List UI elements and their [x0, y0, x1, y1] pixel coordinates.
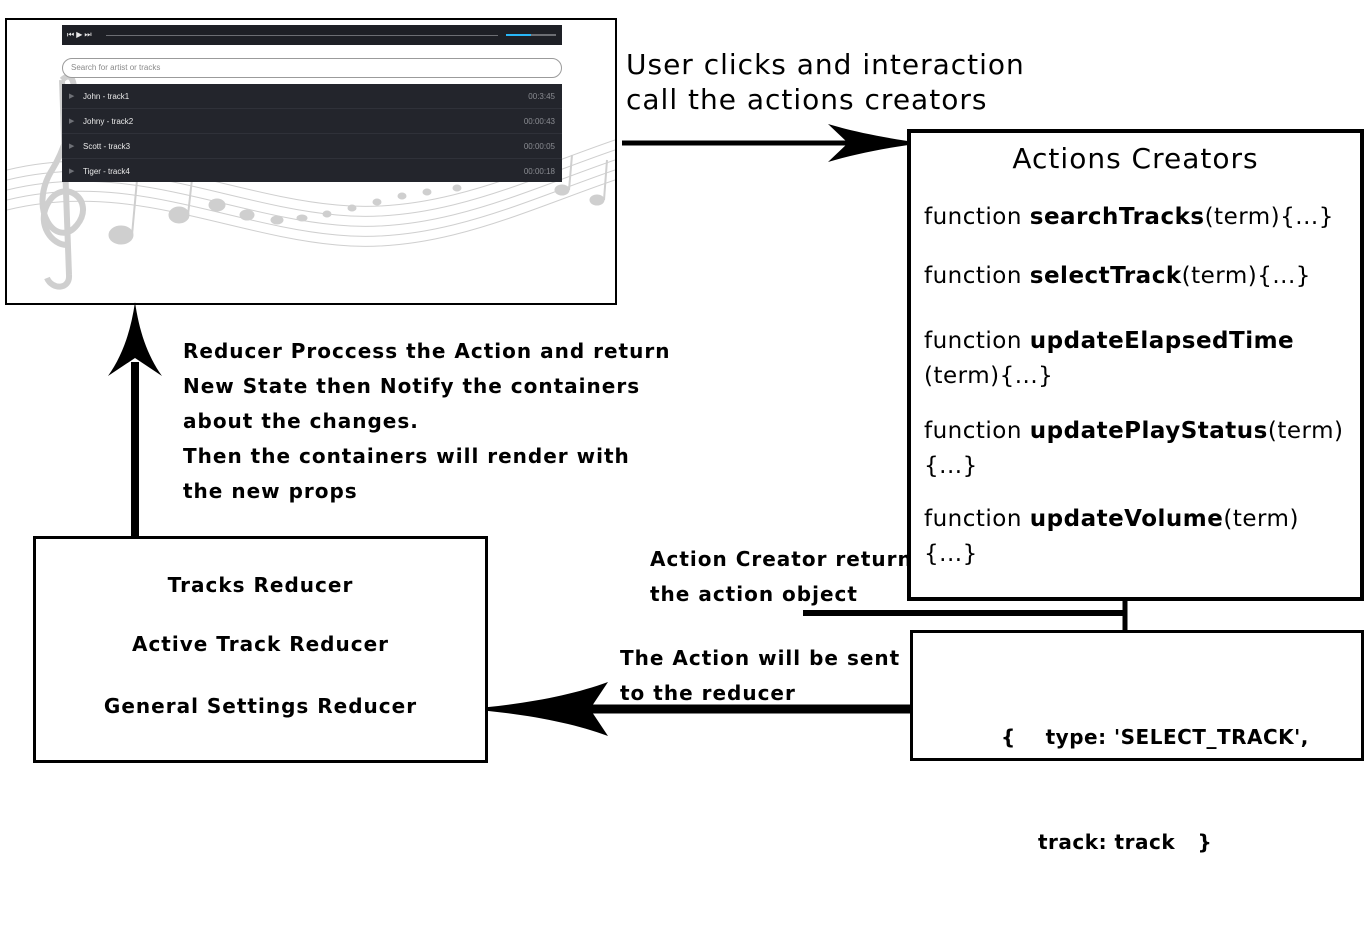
track-list: ▶ John - track1 00:3:45 ▶ Johny - track2… [62, 84, 562, 182]
track-name: Scott - track3 [83, 142, 131, 151]
arrows-layer [108, 124, 1136, 736]
search-input[interactable]: Search for artist or tracks [62, 58, 562, 78]
arrow-to-app [108, 302, 162, 537]
seek-bar[interactable] [106, 35, 498, 36]
general-settings-reducer: General Settings Reducer [103, 694, 418, 718]
volume-level [506, 34, 531, 36]
action-object-code: { type: 'SELECT_TRACK', track: track } [1001, 725, 1309, 854]
active-track-reducer: Active Track Reducer [131, 632, 390, 656]
volume-slider[interactable] [506, 34, 556, 36]
track-duration: 00:00:43 [523, 117, 555, 126]
next-icon[interactable]: ⏭ [84, 30, 92, 39]
arrow-to-action-creators [622, 124, 922, 162]
track-duration: 00:3:45 [528, 92, 555, 101]
track-name: Tiger - track4 [83, 167, 130, 176]
user-clicks-label: User clicks and interaction call the act… [626, 48, 1025, 116]
arrow-to-reducers [465, 682, 922, 736]
track-row[interactable]: ▶ Tiger - track4 00:00:18 [62, 159, 562, 184]
function-select-track: function selectTrack(term){...} [924, 263, 1311, 289]
function-update-play-status: function updatePlayStatus(term) {...} [924, 418, 1344, 479]
player-bar: ⏮ ▶ ⏭ [62, 25, 562, 45]
play-icon[interactable]: ▶ [69, 168, 75, 175]
reducer-process-label: Reducer Proccess the Action and return N… [183, 339, 671, 503]
track-name: John - track1 [83, 92, 130, 101]
track-name: Johny - track2 [83, 117, 134, 126]
reducers-box: Tracks Reducer Active Track Reducer Gene… [33, 536, 488, 763]
track-row[interactable]: ▶ Scott - track3 00:00:05 [62, 134, 562, 159]
creator-return-label: Action Creator return the action object [650, 547, 913, 606]
tracks-reducer: Tracks Reducer [167, 573, 354, 597]
function-update-volume: function updateVolume(term) {...} [924, 506, 1299, 567]
function-update-elapsed-time: function updateElapsedTime (term){...} [924, 328, 1295, 389]
play-icon[interactable]: ▶ [69, 118, 75, 125]
app-screenshot: ⏮ ▶ ⏭ Search for artist or tracks ▶ John… [5, 18, 617, 305]
play-icon[interactable]: ▶ [69, 93, 75, 100]
track-row[interactable]: ▶ Johny - track2 00:00:43 [62, 109, 562, 134]
function-search-tracks: function searchTracks(term){...} [924, 204, 1334, 230]
track-duration: 00:00:18 [523, 167, 555, 176]
track-duration: 00:00:05 [523, 142, 555, 151]
action-creators-title: Actions Creators [1012, 142, 1259, 175]
action-sent-label: The Action will be sent to the reducer [620, 646, 901, 705]
track-row[interactable]: ▶ John - track1 00:3:45 [62, 84, 562, 109]
play-icon[interactable]: ▶ [69, 143, 75, 150]
previous-icon[interactable]: ⏮ [67, 30, 75, 39]
action-creators-box: Actions Creators function searchTracks(t… [907, 129, 1364, 601]
action-object-box: { type: 'SELECT_TRACK', track: track } [910, 630, 1364, 854]
play-icon[interactable]: ▶ [76, 30, 83, 39]
